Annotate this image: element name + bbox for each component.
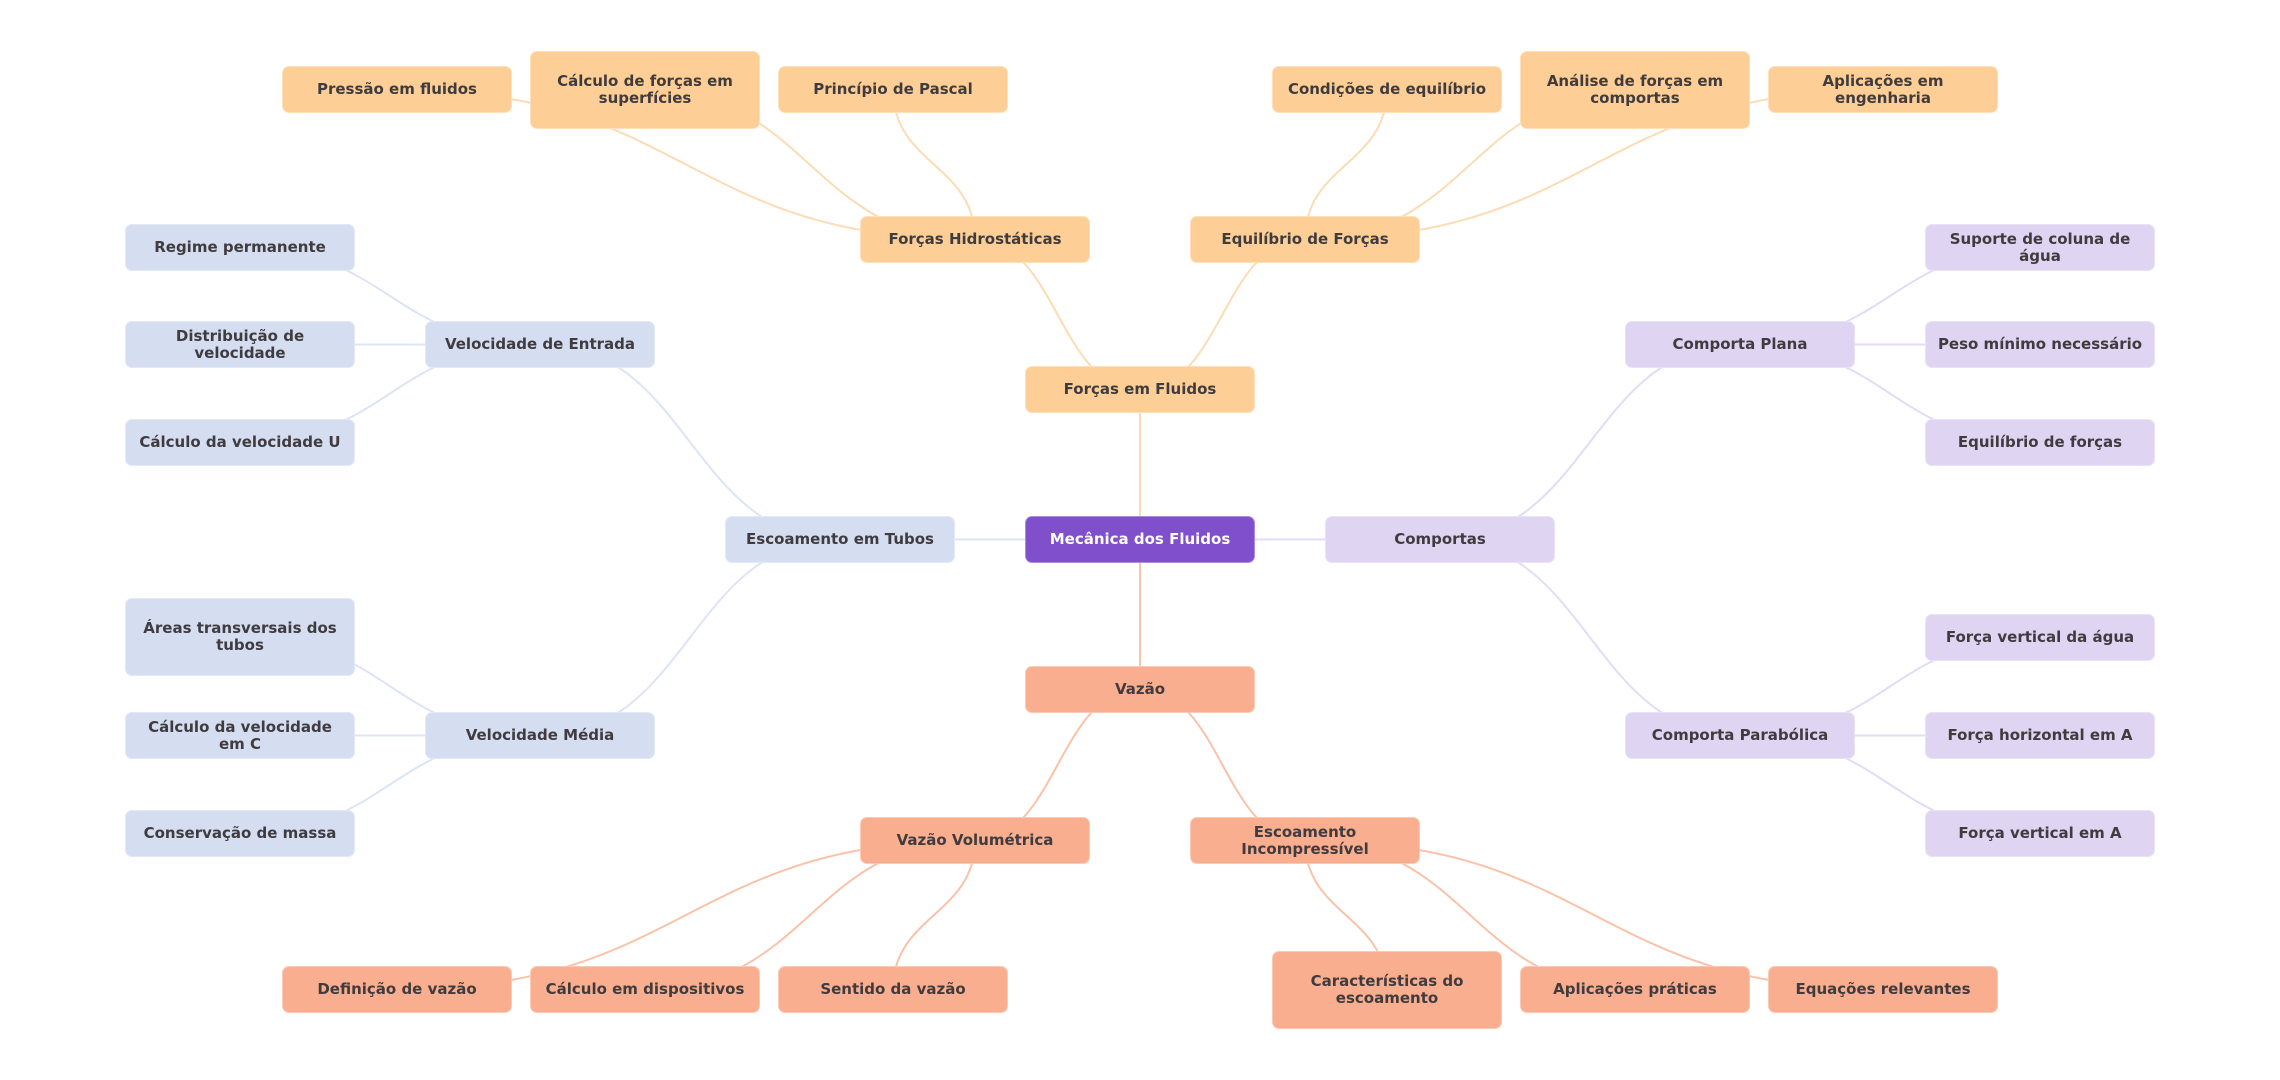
node-caracteristicas-do-escoamento[interactable]: Características do escoamento [1272, 951, 1502, 1029]
connector-comportas-cplana [1439, 343, 1741, 541]
node-equilibrio-de-forcas-comporta[interactable]: Equilíbrio de forças [1925, 419, 2155, 466]
node-label: Distribuição de velocidade [175, 326, 305, 362]
node-regime-permanente[interactable]: Regime permanente [125, 224, 355, 271]
node-label: Velocidade de Entrada [444, 335, 636, 353]
node-equilibrio-de-forcas[interactable]: Equilíbrio de Forças [1190, 216, 1420, 263]
node-sentido-da-vazao[interactable]: Sentido da vazão [778, 966, 1008, 1013]
node-label: Regime permanente [154, 238, 326, 256]
node-label: Força vertical em A [1958, 824, 2122, 842]
node-label: Comporta Plana [1672, 335, 1808, 353]
node-aplicacoes-em-engenharia[interactable]: Aplicações em engenharia [1768, 66, 1998, 113]
node-forcas-em-fluidos[interactable]: Forças em Fluidos [1025, 366, 1255, 413]
node-principio-de-pascal[interactable]: Princípio de Pascal [778, 66, 1008, 113]
node-forca-horizontal-em-a[interactable]: Força horizontal em A [1925, 712, 2155, 759]
connector-comportas-cparab [1439, 538, 1741, 737]
node-label: Análise de forças em comportas [1546, 72, 1724, 107]
node-comportas[interactable]: Comportas [1325, 516, 1555, 563]
node-escoamento-em-tubos[interactable]: Escoamento em Tubos [725, 516, 955, 563]
node-areas-transversais-dos-tubos[interactable]: Áreas transversais dos tubos [125, 598, 355, 676]
connector-equil-equil_c1 [1304, 89, 1388, 240]
node-label: Equilíbrio de forças [1957, 433, 2123, 451]
node-label: Princípio de Pascal [813, 80, 973, 98]
node-condicoes-de-equilibrio[interactable]: Condições de equilíbrio [1272, 66, 1502, 113]
node-vazao-volumetrica[interactable]: Vazão Volumétrica [860, 817, 1090, 864]
node-label: Forças em Fluidos [1063, 380, 1217, 398]
node-label: Conservação de massa [143, 824, 337, 842]
node-label: Cálculo em dispositivos [545, 980, 745, 998]
node-label: Forças Hidrostáticas [888, 230, 1062, 248]
node-label: Força vertical da água [1945, 628, 2135, 646]
node-forca-vertical-em-a[interactable]: Força vertical em A [1925, 810, 2155, 857]
node-calculo-da-velocidade-em-c[interactable]: Cálculo da velocidade em C [125, 712, 355, 759]
node-suporte-de-coluna-de-agua[interactable]: Suporte de coluna de água [1925, 224, 2155, 271]
node-calculo-em-dispositivos[interactable]: Cálculo em dispositivos [530, 966, 760, 1013]
node-label: Pressão em fluidos [316, 80, 477, 98]
node-vazao[interactable]: Vazão [1025, 666, 1255, 713]
node-comporta-plana[interactable]: Comporta Plana [1625, 321, 1855, 368]
node-aplicacoes-praticas[interactable]: Aplicações práticas [1520, 966, 1750, 1013]
node-label: Características do escoamento [1310, 972, 1464, 1007]
node-forcas-hidrostaticas[interactable]: Forças Hidrostáticas [860, 216, 1090, 263]
node-calculo-da-velocidade-u[interactable]: Cálculo da velocidade U [125, 419, 355, 466]
node-label: Vazão [1114, 680, 1166, 698]
connector-vvol-vvol_c3 [892, 840, 976, 990]
connector-escoamento-vent [539, 343, 841, 541]
node-label: Cálculo da velocidade em C [148, 717, 332, 753]
node-root-mecanica-dos-fluidos[interactable]: Mecânica dos Fluidos [1025, 516, 1255, 563]
node-velocidade-media[interactable]: Velocidade Média [425, 712, 655, 759]
node-label: Suporte de coluna de água [1949, 229, 2131, 265]
node-label: Sentido da vazão [820, 980, 966, 998]
node-label: Escoamento em Tubos [746, 530, 934, 548]
node-label: Condições de equilíbrio [1287, 80, 1487, 98]
node-label: Aplicações práticas [1553, 980, 1717, 998]
node-label: Áreas transversais dos tubos [143, 619, 337, 654]
node-label: Vazão Volumétrica [896, 831, 1054, 849]
node-pressao-em-fluidos[interactable]: Pressão em fluidos [282, 66, 512, 113]
node-label: Força horizontal em A [1947, 726, 2133, 744]
connector-hidro-hidro_c3 [892, 89, 976, 240]
node-label: Velocidade Média [465, 726, 615, 744]
node-escoamento-incompressivel[interactable]: Escoamento Incompressível [1190, 817, 1420, 864]
node-label: Comporta Parabólica [1651, 726, 1829, 744]
node-equacoes-relevantes[interactable]: Equações relevantes [1768, 966, 1998, 1013]
node-comporta-parabolica[interactable]: Comporta Parabólica [1625, 712, 1855, 759]
node-label: Escoamento Incompressível [1241, 822, 1369, 858]
node-label: Definição de vazão [317, 980, 477, 998]
node-label: Comportas [1394, 530, 1486, 548]
node-velocidade-de-entrada[interactable]: Velocidade de Entrada [425, 321, 655, 368]
node-analise-de-forcas-em-comportas[interactable]: Análise de forças em comportas [1520, 51, 1750, 129]
node-label: Peso mínimo necessário [1937, 335, 2143, 353]
node-label: Cálculo da velocidade U [139, 433, 341, 451]
node-label: Aplicações em engenharia [1822, 71, 1944, 107]
node-distribuicao-de-velocidade[interactable]: Distribuição de velocidade [125, 321, 355, 368]
node-conservacao-de-massa[interactable]: Conservação de massa [125, 810, 355, 857]
node-forca-vertical-da-agua[interactable]: Força vertical da água [1925, 614, 2155, 661]
node-peso-minimo-necessario[interactable]: Peso mínimo necessário [1925, 321, 2155, 368]
node-calculo-de-forcas-em-superficies[interactable]: Cálculo de forças em superfícies [530, 51, 760, 129]
node-label: Equações relevantes [1795, 980, 1971, 998]
node-label: Cálculo de forças em superfícies [557, 72, 733, 107]
node-definicao-de-vazao[interactable]: Definição de vazão [282, 966, 512, 1013]
connector-escoamento-vmed [539, 538, 841, 737]
node-label: Equilíbrio de Forças [1221, 230, 1389, 248]
node-label: Mecânica dos Fluidos [1049, 530, 1231, 548]
